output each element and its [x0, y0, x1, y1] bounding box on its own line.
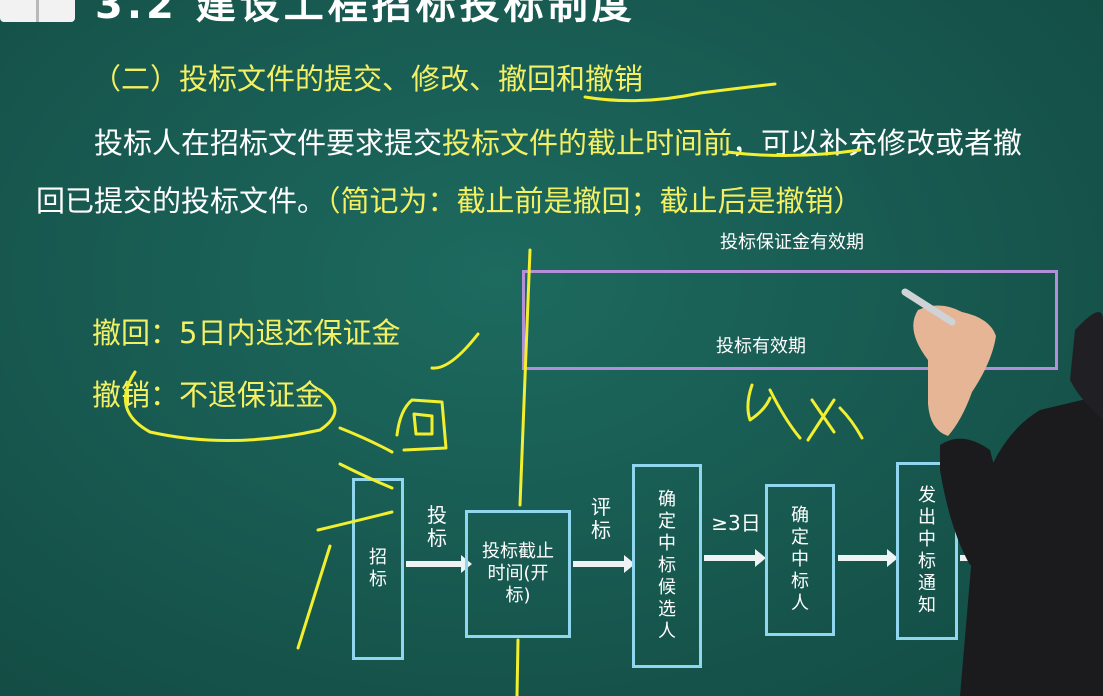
withdraw-rule: 撤回：5日内退还保证金	[92, 316, 401, 350]
bid-valid-label: 投标有效期	[716, 336, 806, 357]
para-highlight: 投标文件的截止时间前	[442, 126, 733, 160]
step-contract-text: 签订合同	[1049, 521, 1067, 608]
body-paragraph: 投标人在招标文件要求提交投标文件的截止时间前，可以补充修改或者撤回已提交的投标文…	[36, 114, 1026, 230]
step-deadline-text: 投标截止时间(开标)	[482, 541, 554, 606]
step-winner-text: 确定中标人	[791, 505, 809, 614]
step-invite-text: 招标	[369, 547, 387, 590]
page-title: 3.2 建设工程招标投标制度	[95, 0, 636, 28]
bond-period-label: 投标保证金有效期	[720, 232, 864, 253]
step-winner: 确定中标人	[765, 484, 835, 636]
section-subtitle: （二）投标文件的提交、修改、撤回和撤销	[92, 62, 644, 96]
para-text-b: ，可以补充修改或者撤回已提交的投标文件。	[36, 126, 1023, 218]
arrow-label-days: ≥3日	[711, 511, 761, 535]
step-contract: 签订合同	[1028, 494, 1088, 636]
revoke-rule: 撤销：不退保证金	[92, 378, 325, 412]
arrow-2	[573, 555, 635, 573]
arrow-3	[704, 549, 766, 567]
book-icon	[0, 0, 75, 22]
step-notice: 发出中标通知	[896, 462, 958, 640]
para-text-a: 投标人在招标文件要求提交	[94, 126, 443, 160]
arrow-label-bid: 投标	[427, 503, 447, 550]
step-candidate: 确定中标候选人	[632, 464, 702, 668]
step-invite: 招标	[352, 478, 404, 660]
step-notice-text: 发出中标通知	[918, 485, 936, 616]
arrow-5	[960, 549, 1028, 567]
arrow-4	[838, 549, 898, 567]
step-candidate-text: 确定中标候选人	[658, 489, 676, 642]
step-deadline: 投标截止时间(开标)	[465, 510, 571, 638]
arrow-label-eval: 评标	[591, 495, 611, 542]
para-note: （简记为：截止前是撤回；截止后是撤销）	[326, 184, 863, 218]
arrow-1	[406, 555, 472, 573]
